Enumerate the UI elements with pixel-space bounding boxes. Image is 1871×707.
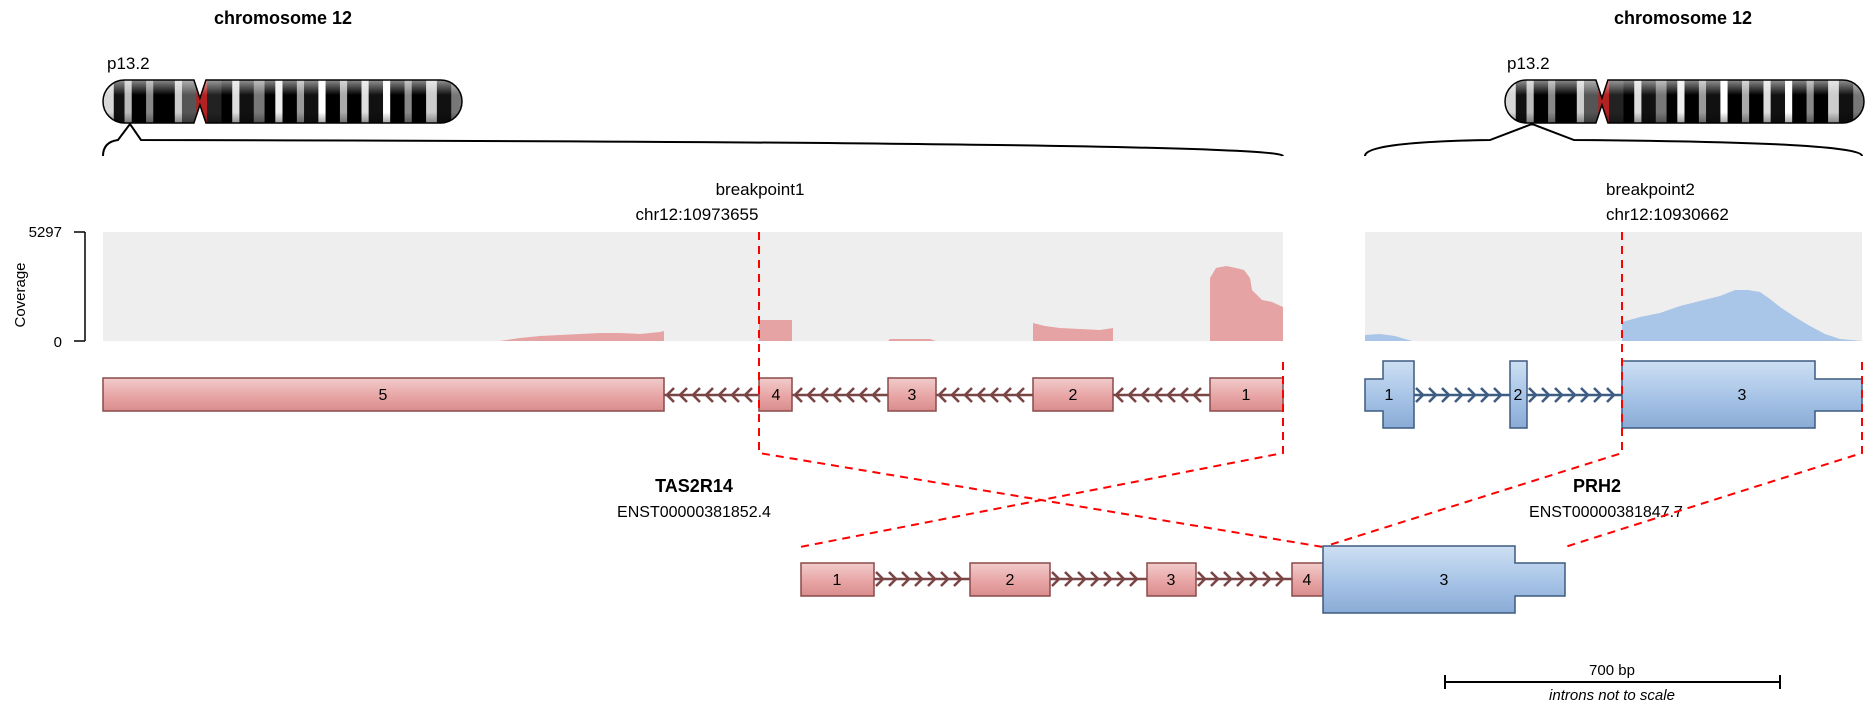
- scale-bar-note: introns not to scale: [1549, 687, 1675, 704]
- coverage-left-background: [103, 232, 1283, 341]
- fusion-strand-arrows: [875, 571, 1285, 587]
- fusion-exon-2-label: 2: [1006, 572, 1015, 589]
- left-exon-2: 2: [1032, 377, 1114, 412]
- left-zoom-bracket: [102, 122, 1284, 157]
- left-exon-1-label: 1: [1242, 387, 1251, 404]
- left-exon-4-label: 4: [772, 387, 781, 404]
- fusion-exon-1: 1: [800, 562, 875, 597]
- left-gene-strand-arrows: [665, 387, 1202, 403]
- right-exon-1-label: 1: [1385, 387, 1394, 404]
- fusion-exon-prh2-3: 3: [1322, 545, 1566, 614]
- right-zoom-bracket: [1364, 122, 1863, 157]
- fusion-exon-3: 3: [1146, 562, 1197, 597]
- coverage-track: Coverage 5297 0: [12, 224, 1862, 351]
- right-exon-2-label: 2: [1514, 387, 1523, 404]
- left-exon-5-label: 5: [379, 387, 388, 404]
- left-exon-2-label: 2: [1069, 387, 1078, 404]
- left-exon-4: 4: [758, 377, 793, 412]
- fusion-exon-2: 2: [969, 562, 1051, 597]
- breakpoint2-coordinate: chr12:10930662: [1606, 205, 1729, 224]
- coverage-max-label: 5297: [29, 224, 62, 241]
- right-chromosome-panel: chromosome 12 p13.2: [1364, 8, 1865, 157]
- left-exon-3: 3: [887, 377, 937, 412]
- right-exon-3: 3: [1621, 360, 1863, 429]
- breakpoint2-label: breakpoint2: [1606, 180, 1695, 199]
- left-gene-name: TAS2R14: [655, 476, 733, 496]
- right-chromosome-ideogram: [1504, 79, 1865, 124]
- right-chromosome-title: chromosome 12: [1614, 8, 1752, 28]
- breakpoint1-coordinate: chr12:10973655: [636, 205, 759, 224]
- coverage-min-label: 0: [54, 334, 62, 351]
- coverage-right-area: [1365, 290, 1862, 341]
- left-chromosome-title: chromosome 12: [214, 8, 352, 28]
- right-transcript-id: ENST00000381847.7: [1529, 504, 1683, 521]
- right-gene-name: PRH2: [1573, 476, 1621, 496]
- coverage-axis-label: Coverage: [12, 262, 29, 327]
- breakpoint1-label: breakpoint1: [716, 180, 805, 199]
- breakpoint1-guide: [758, 232, 1324, 548]
- right-gene-track: 1 2 3 PRH2 ENST00000381847.7: [1364, 360, 1863, 521]
- right-exon-1: 1: [1364, 360, 1415, 429]
- left-chromosome-ideogram: [102, 79, 463, 124]
- fusion-exon-1-label: 1: [833, 572, 842, 589]
- right-gene-end-guide: [1564, 362, 1863, 548]
- right-band-label: p13.2: [1507, 54, 1550, 73]
- right-exon-2: 2: [1509, 360, 1528, 429]
- scale-bar-label: 700 bp: [1589, 662, 1635, 679]
- fusion-exon-prh2-3-label: 3: [1440, 572, 1449, 589]
- left-gene-track: 5 4 3 2 1 TAS2R14 ENST00000381852.4: [102, 377, 1284, 521]
- left-transcript-id: ENST00000381852.4: [617, 504, 771, 521]
- fusion-exon-3-label: 3: [1167, 572, 1176, 589]
- breakpoint-guides: [758, 232, 1863, 548]
- right-gene-strand-arrows: [1415, 387, 1616, 403]
- left-exon-3-label: 3: [908, 387, 917, 404]
- scale-bar: 700 bp introns not to scale: [1444, 662, 1781, 704]
- left-chromosome-panel: chromosome 12 p13.2: [102, 8, 1284, 157]
- right-exon-3-label: 3: [1738, 387, 1747, 404]
- left-exon-1: 1: [1209, 377, 1284, 412]
- breakpoint2-guide: [1322, 232, 1623, 548]
- fusion-exon-4: 4: [1291, 562, 1324, 597]
- left-gene-end-guide: [799, 362, 1284, 548]
- left-exon-5: 5: [102, 377, 665, 412]
- left-band-label: p13.2: [107, 54, 150, 73]
- fusion-transcript: 1 2 3 4 3: [800, 545, 1566, 614]
- fusion-exon-4-label: 4: [1303, 572, 1312, 589]
